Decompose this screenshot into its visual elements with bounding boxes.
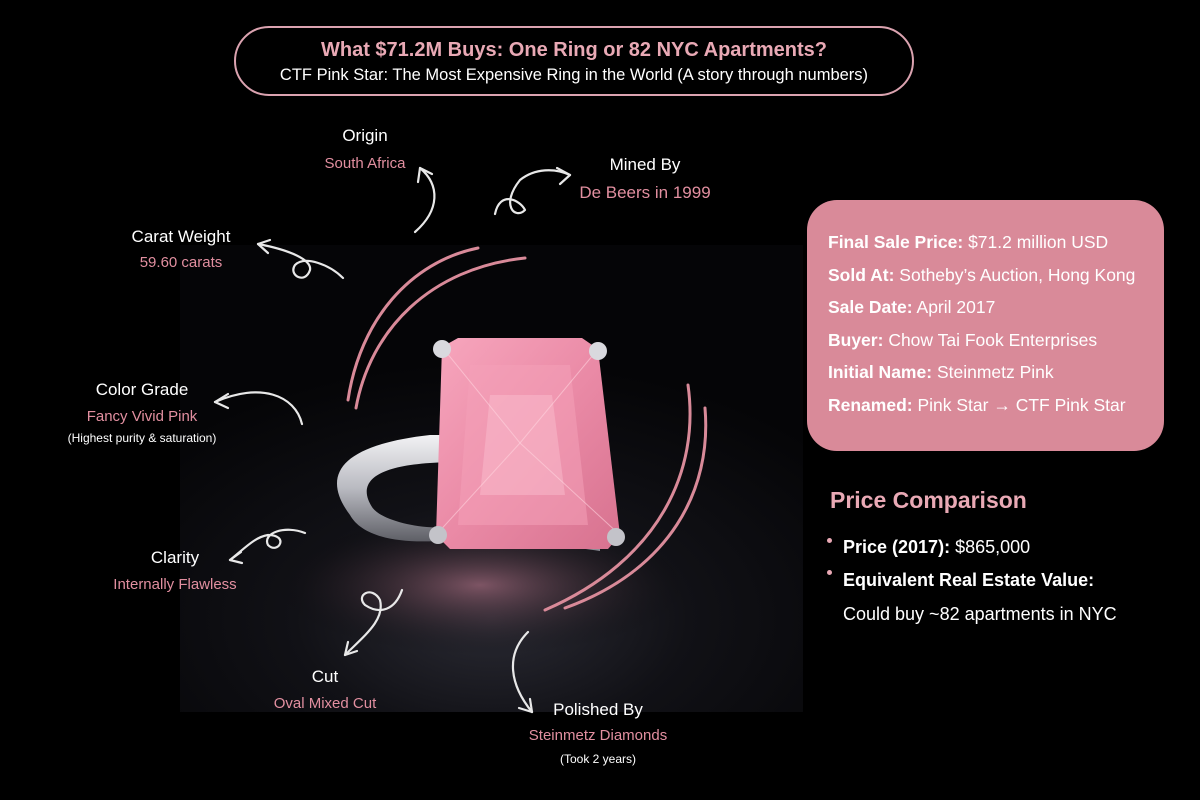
spec-origin-value: South Africa	[324, 155, 406, 172]
spec-polished-by-note: (Took 2 years)	[559, 752, 637, 766]
ring-photo	[180, 245, 803, 712]
spec-origin-label: Origin	[342, 126, 388, 145]
spec-polished-by-value: Steinmetz Diamonds	[528, 727, 668, 744]
spec-color-value: Fancy Vivid Pink	[86, 408, 198, 425]
bullet-icon	[827, 570, 832, 575]
spec-polished-by-label: Polished By	[553, 700, 643, 719]
spec-clarity-value: Internally Flawless	[113, 576, 237, 593]
pink-brush-stroke-right	[543, 383, 692, 612]
pink-brush-stroke-left-2	[354, 256, 527, 410]
arrow-carat-icon	[256, 238, 345, 280]
pink-diamond-ring-image	[270, 338, 690, 655]
sale-info-card: Final Sale Price: $71.2 million USD Sold…	[807, 200, 1164, 451]
comparison-title: Price Comparison	[830, 487, 1027, 513]
comparison-equiv-key: Equivalent Real Estate Value:	[843, 570, 1095, 590]
title-banner: What $71.2M Buys: One Ring or 82 NYC Apa…	[234, 26, 914, 96]
spec-cut-value: Oval Mixed Cut	[273, 695, 377, 712]
sale-row-buyer: Buyer: Chow Tai Fook Enterprises	[828, 329, 1098, 350]
arrow-clarity-icon	[228, 528, 307, 565]
spec-mined-by-label: Mined By	[609, 155, 681, 174]
pink-brush-stroke-left	[346, 246, 480, 402]
sale-row-renamed: Renamed: Pink Star → CTF Pink Star	[828, 394, 1126, 415]
arrow-mined-by-icon	[493, 166, 572, 216]
comparison-price: Price (2017): $865,000	[843, 537, 1031, 557]
arrow-cut-icon	[343, 588, 404, 657]
pink-brush-stroke-right-2	[563, 406, 708, 610]
arrow-color-icon	[213, 391, 304, 426]
spec-mined-by-value: De Beers in 1999	[579, 183, 711, 202]
sale-row-sold-at: Sold At: Sotheby’s Auction, Hong Kong	[828, 264, 1136, 285]
arrow-origin-icon	[413, 166, 436, 234]
spec-color-note: (Highest purity & saturation)	[67, 431, 217, 445]
spec-carat-value: 59.60 carats	[139, 254, 223, 271]
sale-row-initial-name: Initial Name: Steinmetz Pink	[828, 362, 1054, 383]
sale-row-date: Sale Date: April 2017	[828, 297, 996, 318]
spec-clarity-label: Clarity	[150, 548, 200, 567]
bullet-icon	[827, 538, 832, 543]
page-subtitle: CTF Pink Star: The Most Expensive Ring i…	[279, 66, 869, 84]
spec-color-label: Color Grade	[95, 380, 189, 399]
spec-cut-label: Cut	[311, 667, 339, 686]
spec-carat-label: Carat Weight	[131, 227, 231, 246]
sale-row-price: Final Sale Price: $71.2 million USD	[828, 232, 1109, 252]
arrow-polished-icon	[512, 630, 534, 714]
comparison-equiv-value: Could buy ~82 apartments in NYC	[843, 604, 1117, 624]
page-title: What $71.2M Buys: One Ring or 82 NYC Apa…	[320, 39, 827, 61]
